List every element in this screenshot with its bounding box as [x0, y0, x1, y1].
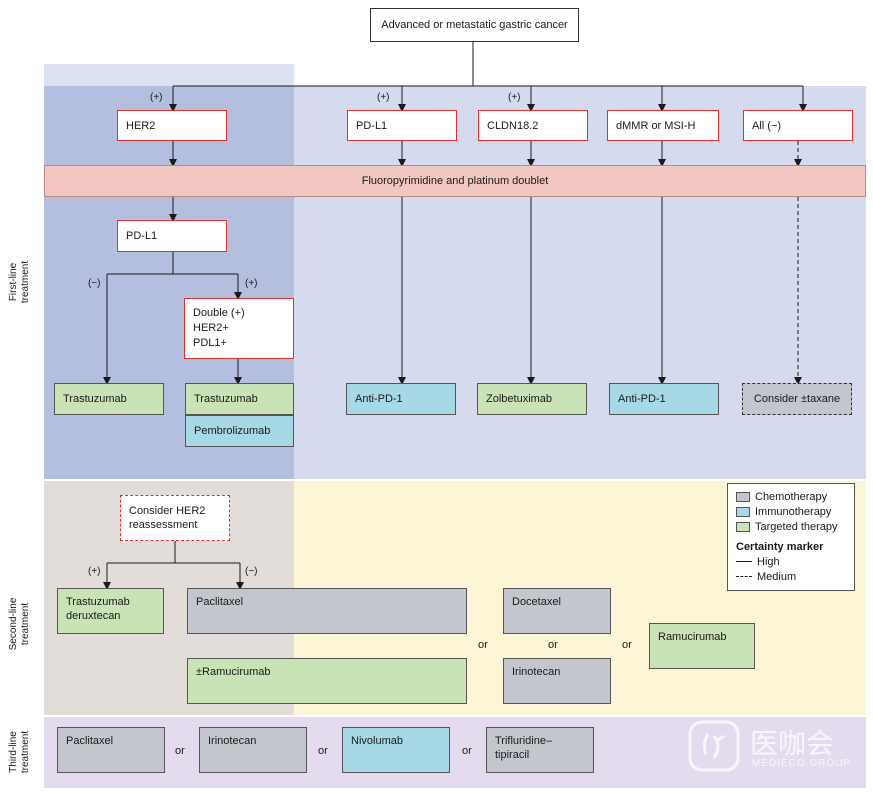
biomarker-all-negative: All (−)	[743, 110, 853, 141]
drug-irinotecan-3l: Irinotecan	[199, 727, 307, 773]
watermark-en: MEDIECO GROUP	[752, 758, 852, 769]
legend-high: High	[736, 555, 780, 568]
root-node: Advanced or metastatic gastric cancer	[370, 8, 579, 42]
double-positive-line: HER2+	[193, 322, 229, 334]
positive-marker: (+)	[150, 92, 163, 103]
drug-paclitaxel-3l: Paclitaxel	[57, 727, 165, 773]
drug-trifluridine-tipiracil: Trifluridine–tipiracil	[486, 727, 594, 773]
drug-anti-pd1: Anti-PD-1	[609, 383, 719, 415]
second-line-label: Second-line treatment	[8, 597, 31, 651]
legend-medium: Medium	[736, 570, 796, 583]
drug-zolbetuximab: Zolbetuximab	[477, 383, 587, 415]
drug-trastuzumab-pos: Trastuzumab	[185, 383, 294, 415]
double-positive-node: Double (+) HER2+ PDL1+	[184, 298, 294, 359]
watermark-logo-icon	[688, 720, 740, 772]
legend-immuno: Immunotherapy	[736, 505, 831, 518]
top-header-zone	[44, 64, 294, 86]
reassess-line: reassessment	[129, 519, 198, 531]
drug-pembrolizumab: Pembrolizumab	[185, 415, 294, 447]
or-label: or	[462, 745, 472, 757]
backbone-band: Fluoropyrimidine and platinum doublet	[44, 165, 866, 197]
positive-marker: (+)	[245, 278, 258, 289]
or-label: or	[478, 639, 488, 651]
legend: Chemotherapy Immunotherapy Targeted ther…	[727, 483, 855, 591]
or-label: or	[622, 639, 632, 651]
drug-consider-taxane: Consider ±taxane	[742, 383, 852, 415]
tdxd-line: Trastuzumab	[66, 596, 130, 608]
positive-marker: (+)	[88, 566, 101, 577]
biomarker-dmmr: dMMR or MSI-H	[607, 110, 719, 141]
negative-marker: (−)	[88, 278, 101, 289]
drug-nivolumab: Nivolumab	[342, 727, 450, 773]
reassess-line: Consider HER2	[129, 505, 206, 517]
or-label: or	[548, 639, 558, 651]
positive-marker: (+)	[377, 92, 390, 103]
or-label: or	[318, 745, 328, 757]
biomarker-pdl1: PD-L1	[347, 110, 457, 141]
biomarker-her2: HER2	[117, 110, 227, 141]
negative-marker: (−)	[245, 566, 258, 577]
tdxd-line: deruxtecan	[66, 610, 121, 622]
drug-trastuzumab-neg: Trastuzumab	[54, 383, 164, 415]
drug-irinotecan-2l: Irinotecan	[503, 658, 611, 704]
or-label: or	[175, 745, 185, 757]
drug-anti-pd1: Anti-PD-1	[346, 383, 456, 415]
drug-paclitaxel-2l: Paclitaxel	[187, 588, 467, 634]
watermark-cn: 医咖会	[750, 727, 835, 760]
legend-chemo: Chemotherapy	[736, 490, 827, 503]
double-positive-line: PDL1+	[193, 337, 227, 349]
third-line-label: Third-line treatment	[8, 730, 31, 774]
double-positive-line: Double (+)	[193, 307, 245, 319]
positive-marker: (+)	[508, 92, 521, 103]
her2-pdl1-node: PD-L1	[117, 220, 227, 252]
legend-certainty-title: Certainty marker	[736, 540, 824, 553]
her2-reassessment-node: Consider HER2 reassessment	[120, 495, 230, 541]
drug-ramucirumab-combo: ±Ramucirumab	[187, 658, 467, 704]
drug-trastuzumab-deruxtecan: Trastuzumab deruxtecan	[57, 588, 164, 634]
drug-docetaxel: Docetaxel	[503, 588, 611, 634]
third-line-zone	[44, 717, 866, 788]
first-line-label: First-line treatment	[8, 260, 31, 304]
legend-targeted: Targeted therapy	[736, 520, 838, 533]
drug-ramucirumab: Ramucirumab	[649, 623, 755, 669]
biomarker-cldn18: CLDN18.2	[478, 110, 588, 141]
